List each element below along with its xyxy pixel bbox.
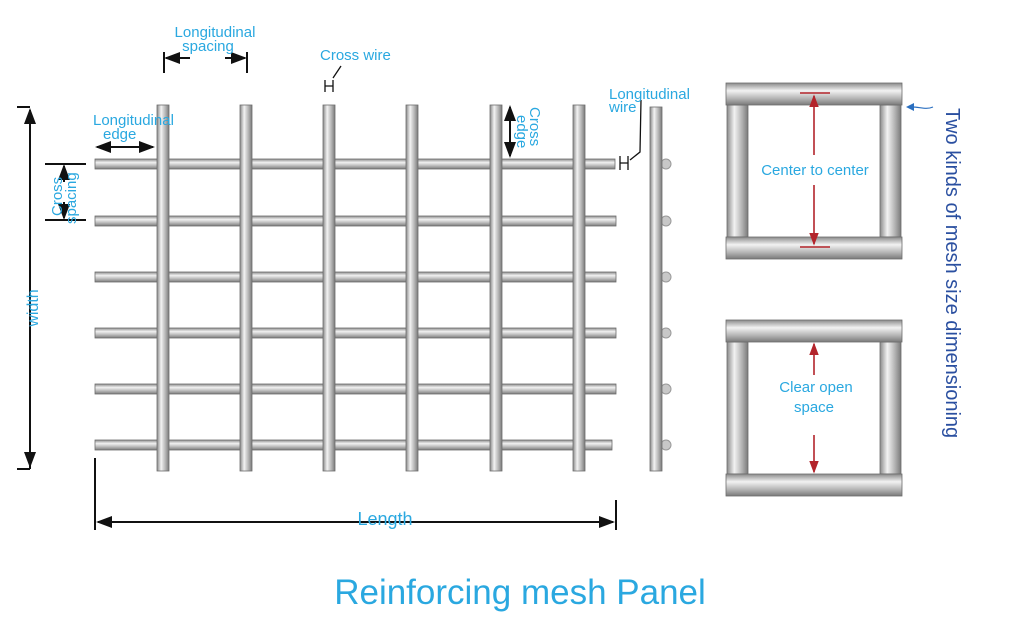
longitudinal-wire-label: wire — [608, 99, 637, 116]
cross-wire — [94, 439, 613, 451]
cross-spacing-dimension — [45, 163, 86, 221]
cross-edge-label: Cross — [526, 107, 543, 146]
length-dimension — [94, 458, 617, 530]
longitudinal-wire — [649, 106, 663, 472]
clear-open-space-mesh-cell — [725, 319, 903, 497]
clear-open-space-label: Clear open — [779, 379, 852, 396]
top-wire — [725, 319, 903, 343]
cross-spacing-label: spacing — [63, 172, 80, 224]
longitudinal-wire-marker — [619, 99, 642, 170]
side-wire — [726, 104, 749, 238]
cross-wire — [94, 327, 617, 339]
longitudinal-edge-label: Longitudinal — [93, 112, 174, 129]
longitudinal-wire — [489, 104, 503, 472]
cross-wire-marker — [324, 65, 342, 92]
cross-wire-label: Cross wire — [320, 47, 391, 64]
side-view-longitudinal-wire — [649, 106, 672, 472]
longitudinal-wire — [405, 104, 419, 472]
longitudinal-wire — [322, 104, 336, 472]
mesh-panel — [94, 104, 617, 472]
cross-wire-section — [660, 271, 672, 283]
width-dimension — [17, 106, 36, 470]
side-note-text: Two kinds of mesh size dimensioning — [941, 108, 963, 438]
longitudinal-wire — [156, 104, 170, 472]
side-wire — [879, 104, 902, 238]
longitudinal-wire-label: Longitudinal — [609, 86, 690, 103]
longitudinal-edge-label: edge — [103, 126, 136, 143]
cross-wire — [94, 158, 616, 170]
longitudinal-spacing-label: spacing — [182, 38, 234, 55]
cross-wire-section — [660, 383, 672, 395]
longitudinal-spacing-label: Longitudinal — [175, 24, 256, 41]
diagram-title: Reinforcing mesh Panel — [334, 573, 706, 612]
center-to-center-label: Center to center — [761, 162, 869, 179]
cross-spacing-label: Cross — [49, 177, 66, 216]
cross-wire — [94, 215, 617, 227]
longitudinal-spacing-dimension — [163, 52, 248, 73]
clear-open-space-label: space — [794, 399, 834, 416]
center-to-center-dimension — [800, 92, 830, 248]
cross-wire-section — [660, 215, 672, 227]
cross-edge-label: edge — [513, 115, 530, 148]
side-note-pointer-arrow — [906, 103, 934, 111]
bottom-wire — [725, 473, 903, 497]
cross-wire-section — [660, 439, 672, 451]
length-label: Length — [357, 509, 412, 529]
side-wire — [879, 341, 902, 475]
center-to-center-mesh-cell — [725, 82, 903, 260]
cross-wire-section — [660, 158, 672, 170]
side-wire — [726, 341, 749, 475]
longitudinal-wire — [572, 104, 586, 472]
cross-wire-section — [660, 327, 672, 339]
cross-wire — [94, 271, 617, 283]
longitudinal-wire — [239, 104, 253, 472]
width-label: width — [25, 289, 42, 327]
cross-wire — [94, 383, 617, 395]
